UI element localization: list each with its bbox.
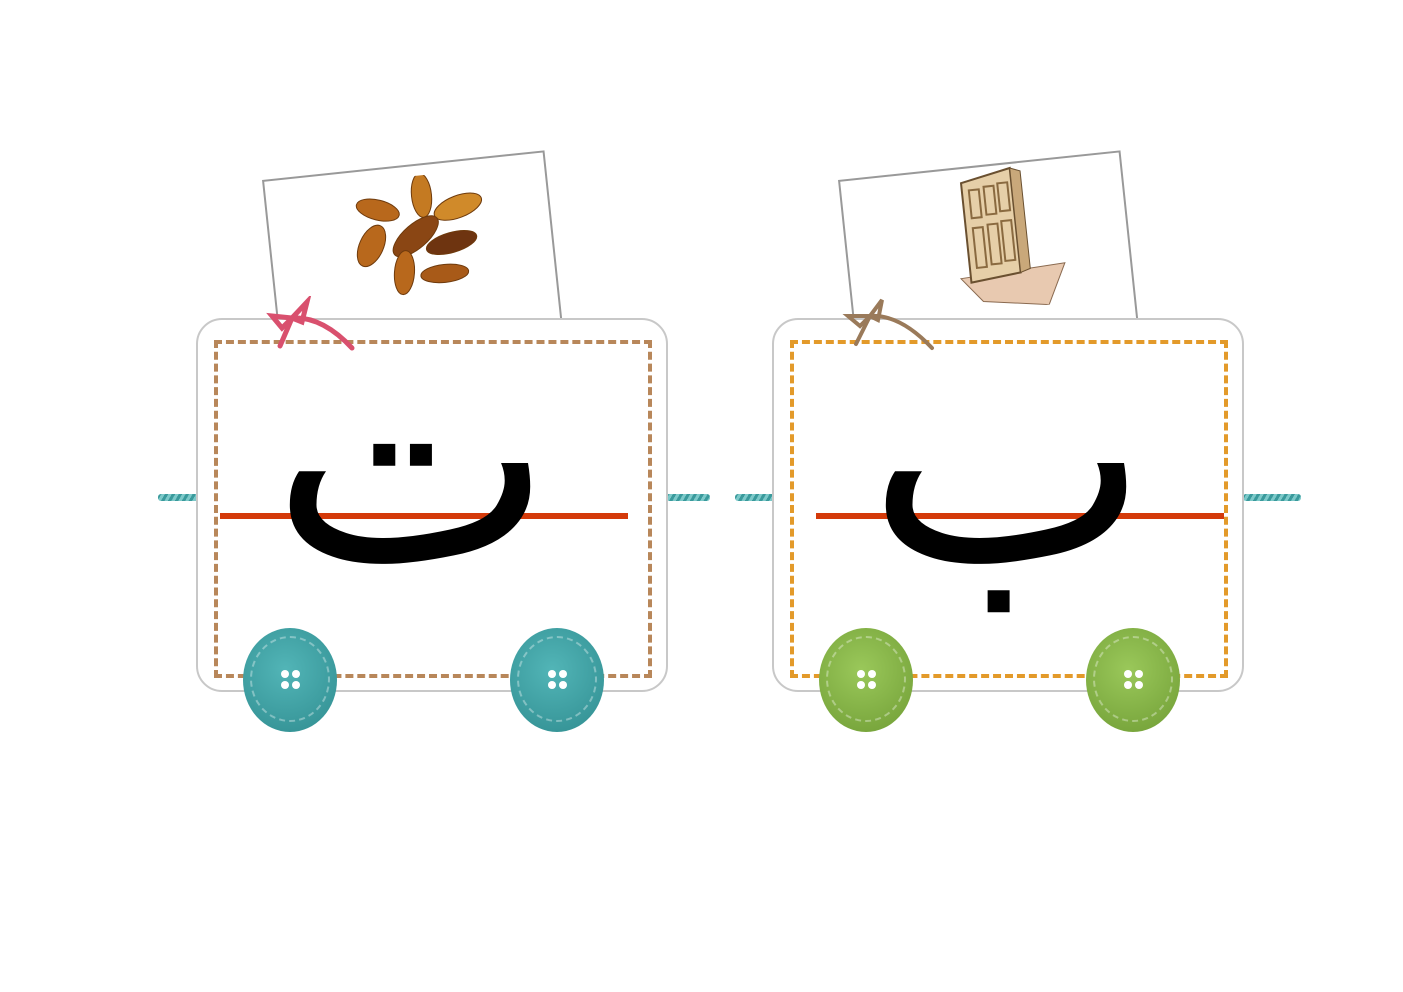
- stitched-border: [214, 340, 652, 678]
- arabic-letter: ت: [270, 283, 554, 632]
- wagon-body: ب: [772, 308, 1244, 692]
- bow-icon: [266, 296, 355, 351]
- rope-segment: [158, 494, 198, 501]
- door-image: [959, 166, 1066, 306]
- arabic-letter: ب: [866, 283, 1150, 632]
- bow-icon: [842, 298, 934, 350]
- button-holes-icon: [1124, 670, 1144, 690]
- stitched-border: [790, 340, 1228, 678]
- picture-card-door: [838, 150, 1139, 354]
- wheel-button: [1086, 628, 1180, 732]
- picture-card-dates: [262, 150, 563, 354]
- button-holes-icon: [281, 670, 301, 690]
- baseline: [220, 513, 628, 519]
- rope-segment: [1243, 494, 1301, 501]
- baseline: [816, 513, 1224, 519]
- button-holes-icon: [548, 670, 568, 690]
- rope-segment: [666, 494, 710, 501]
- button-holes-icon: [857, 670, 877, 690]
- dates-image: [355, 173, 483, 296]
- rope-segment: [735, 494, 775, 501]
- wheel-button: [243, 628, 337, 732]
- wheel-button: [819, 628, 913, 732]
- wheel-button: [510, 628, 604, 732]
